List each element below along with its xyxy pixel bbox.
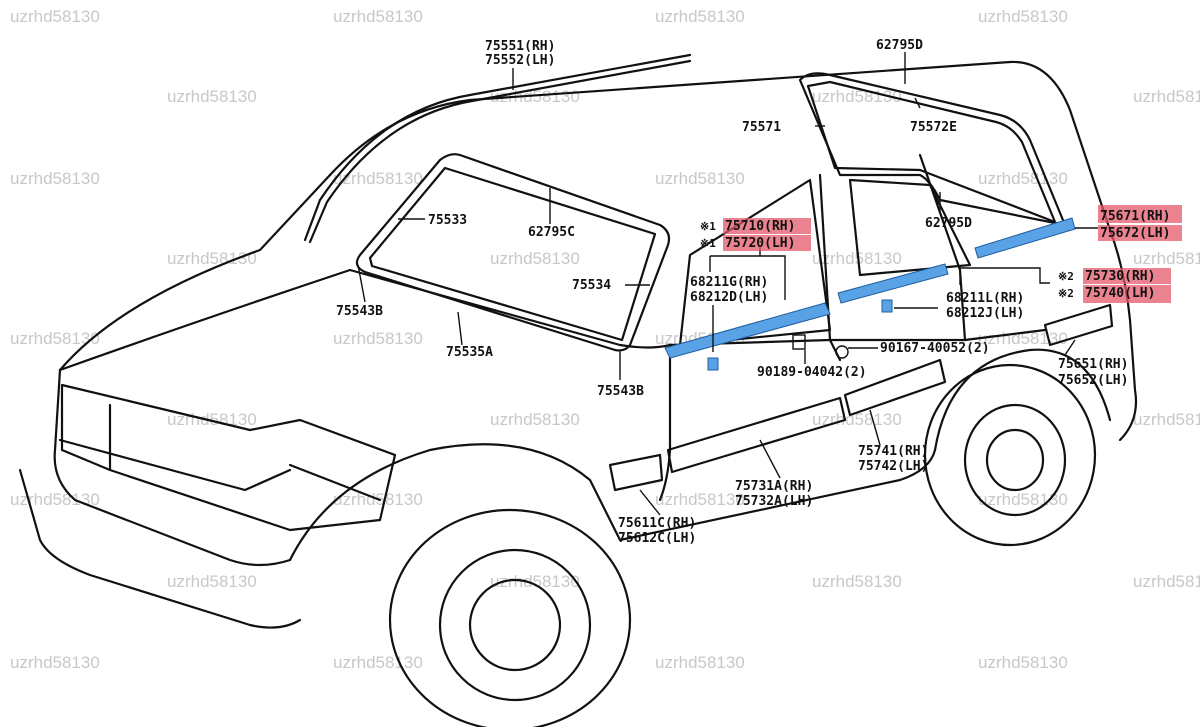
- label-62795c: 62795C: [528, 225, 575, 240]
- rear-door-moulding: [843, 358, 947, 417]
- label-75612c: 75612C(LH): [618, 531, 696, 546]
- watermark: uzrhd58130: [10, 169, 100, 188]
- watermark: uzrhd58130: [1133, 249, 1200, 268]
- belt-moulding-rear: [837, 263, 949, 304]
- watermarks: uzrhd58130 uzrhd58130 uzrhd58130 uzrhd58…: [10, 7, 1200, 672]
- label-75571: 75571: [742, 120, 781, 135]
- clip-rear: [881, 299, 893, 313]
- watermark: uzrhd58130: [10, 490, 100, 509]
- watermark: uzrhd58130: [812, 87, 902, 106]
- label-75534: 75534: [572, 278, 611, 293]
- label-75710: 75710(RH): [725, 219, 795, 234]
- watermark: uzrhd58130: [655, 653, 745, 672]
- label-68212j: 68212J(LH): [946, 306, 1024, 321]
- label-75741: 75741(RH): [858, 444, 928, 459]
- watermark: uzrhd58130: [333, 7, 423, 26]
- label-mark2b: ※2: [1058, 287, 1074, 300]
- watermark: uzrhd58130: [490, 572, 580, 591]
- watermark: uzrhd58130: [333, 653, 423, 672]
- label-75740: 75740(LH): [1085, 286, 1155, 301]
- label-75543b-b: 75543B: [597, 384, 644, 399]
- front-door-moulding: [666, 396, 847, 474]
- label-mark1a: ※1: [700, 220, 716, 233]
- watermark: uzrhd58130: [167, 572, 257, 591]
- label-90189: 90189-04042(2): [757, 365, 867, 380]
- watermark: uzrhd58130: [655, 169, 745, 188]
- front-fender-moulding: [608, 453, 664, 492]
- label-62795d-top: 62795D: [876, 38, 923, 53]
- watermark: uzrhd58130: [167, 249, 257, 268]
- label-75552: 75552(LH): [485, 53, 555, 68]
- label-75572e: 75572E: [910, 120, 957, 135]
- label-75651: 75651(RH): [1058, 357, 1128, 372]
- label-mark1b: ※1: [700, 237, 716, 250]
- label-75652: 75652(LH): [1058, 373, 1128, 388]
- label-75543b-a: 75543B: [336, 304, 383, 319]
- watermark: uzrhd58130: [167, 87, 257, 106]
- belt-moulding-highlights: [664, 217, 1076, 371]
- leader-lines: [357, 52, 1098, 516]
- watermark: uzrhd58130: [978, 169, 1068, 188]
- side-mouldings: [608, 303, 1114, 492]
- label-90167: 90167-40052(2): [880, 341, 990, 356]
- watermark: uzrhd58130: [978, 7, 1068, 26]
- label-75742: 75742(LH): [858, 459, 928, 474]
- watermark: uzrhd58130: [978, 329, 1068, 348]
- label-62795d-mid: 62795D: [925, 216, 972, 231]
- watermark: uzrhd58130: [333, 329, 423, 348]
- label-75533: 75533: [428, 213, 467, 228]
- body-outline: [18, 60, 1138, 727]
- watermark: uzrhd58130: [1133, 410, 1200, 429]
- glass-outlines: [303, 53, 1067, 352]
- watermark: uzrhd58130: [978, 653, 1068, 672]
- label-75551: 75551(RH): [485, 39, 555, 54]
- part-number-highlights: [723, 205, 1182, 303]
- watermark: uzrhd58130: [1133, 87, 1200, 106]
- watermark: uzrhd58130: [10, 7, 100, 26]
- watermark: uzrhd58130: [333, 169, 423, 188]
- label-75720: 75720(LH): [725, 236, 795, 251]
- label-68211l: 68211L(RH): [946, 291, 1024, 306]
- quarter-moulding: [1043, 303, 1114, 347]
- watermark: uzrhd58130: [10, 329, 100, 348]
- label-mark2a: ※2: [1058, 270, 1074, 283]
- watermark: uzrhd58130: [655, 490, 745, 509]
- clip-front: [707, 357, 719, 371]
- label-75732a: 75732A(LH): [735, 494, 813, 509]
- watermark: uzrhd58130: [490, 249, 580, 268]
- fasteners: [792, 334, 849, 359]
- label-75730: 75730(RH): [1085, 269, 1155, 284]
- label-75535a: 75535A: [446, 345, 493, 360]
- label-75672: 75672(LH): [1100, 226, 1170, 241]
- watermark: uzrhd58130: [812, 249, 902, 268]
- belt-moulding-front: [664, 302, 831, 359]
- part-labels: 75551(RH) 75552(LH) 62795D 75571 75572E …: [336, 38, 1170, 546]
- watermark: uzrhd58130: [490, 410, 580, 429]
- watermark: uzrhd58130: [10, 653, 100, 672]
- label-68211g: 68211G(RH): [690, 275, 768, 290]
- label-75611c: 75611C(RH): [618, 516, 696, 531]
- watermark: uzrhd58130: [655, 7, 745, 26]
- label-75731a: 75731A(RH): [735, 479, 813, 494]
- belt-moulding-quarter: [974, 217, 1076, 259]
- watermark: uzrhd58130: [1133, 572, 1200, 591]
- label-68212d: 68212D(LH): [690, 290, 768, 305]
- watermark: uzrhd58130: [812, 572, 902, 591]
- windshield-moulding: [355, 153, 671, 352]
- label-75671: 75671(RH): [1100, 209, 1170, 224]
- roof-drip-moulding: [303, 53, 692, 242]
